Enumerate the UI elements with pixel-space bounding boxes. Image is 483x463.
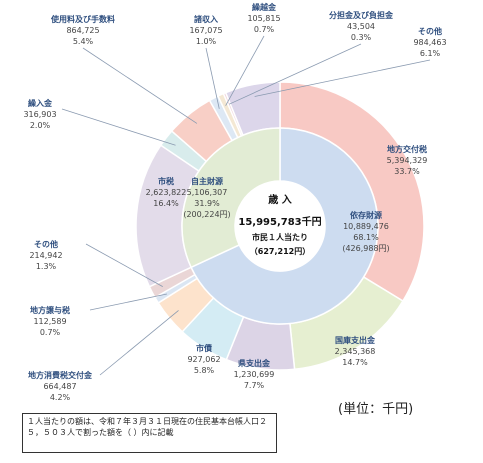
outer-label-7-line-2: 16.4% (153, 199, 179, 208)
outer-label-9-line-2: 5.4% (73, 37, 94, 46)
inner-label-1-line-1: 5,106,307 (187, 188, 228, 197)
outer-label-1-line-1: 2,345,368 (335, 347, 376, 356)
outer-label-13-line-1: 984,463 (413, 38, 446, 47)
leader-line-6 (85, 243, 163, 287)
outer-label-8-line-2: 2.0% (30, 121, 51, 130)
outer-label-2-line-1: 1,230,699 (234, 370, 275, 379)
outer-label-4-line-1: 664,487 (43, 382, 76, 391)
outer-label-3-line-2: 5.8% (194, 366, 215, 375)
inner-ring (181, 127, 379, 325)
leader-line-5 (89, 293, 167, 311)
outer-label-3-line-0: 市債 (196, 343, 212, 353)
leader-line-12 (229, 43, 362, 105)
outer-label-1-line-0: 国庫支出金 (335, 335, 376, 345)
outer-label-4-line-2: 4.2% (50, 393, 71, 402)
outer-label-3-line-1: 927,062 (187, 355, 220, 364)
center-total: 15,995,783千円 (238, 215, 321, 228)
outer-label-5-line-2: 0.7% (40, 328, 61, 337)
outer-label-8-line-1: 316,903 (23, 110, 56, 119)
outer-label-5-line-1: 112,589 (33, 317, 66, 326)
outer-label-2-line-0: 県支出金 (238, 358, 271, 368)
slice-labels: 依存財源 10,889,476 68.1% (426,988円) 自主財源 5,106,3… (23, 2, 446, 402)
outer-label-11-line-1: 105,815 (247, 14, 280, 23)
outer-label-9-line-1: 864,725 (66, 26, 99, 35)
inner-label-0-line-1: 10,889,476 (343, 222, 389, 231)
outer-label-12-line-1: 43,504 (347, 22, 375, 31)
outer-label-13-line-2: 6.1% (420, 49, 441, 58)
outer-label-6-line-0: その他 (34, 239, 58, 249)
outer-label-0-line-2: 33.7% (394, 167, 420, 176)
outer-label-0-line-1: 5,394,329 (387, 156, 428, 165)
outer-label-5-line-0: 地方譲与税 (30, 305, 70, 315)
inner-label-0-line-3: (426,988円) (342, 244, 389, 253)
outer-label-12-line-0: 分担金及び負担金 (329, 10, 394, 20)
leader-line-4 (99, 310, 179, 376)
outer-label-10-line-1: 167,075 (189, 26, 222, 35)
leader-line-8 (61, 108, 176, 146)
outer-label-11-line-2: 0.7% (254, 25, 275, 34)
center-per-person: （627,212円） (250, 246, 310, 256)
outer-label-1-line-2: 14.7% (342, 358, 368, 367)
leader-lines (61, 35, 431, 376)
outer-label-10-line-0: 諸収入 (194, 14, 218, 24)
outer-label-12-line-2: 0.3% (351, 33, 372, 42)
inner-label-1-line-2: 31.9% (194, 199, 220, 208)
outer-label-4-line-0: 地方消費税交付金 (28, 370, 93, 380)
inner-label-1-line-0: 自主財源 (191, 176, 223, 186)
outer-label-6-line-2: 1.3% (36, 262, 57, 271)
outer-label-6-line-1: 214,942 (29, 251, 62, 260)
outer-label-8-line-0: 繰入金 (28, 98, 53, 108)
outer-label-13-line-0: その他 (418, 26, 442, 36)
inner-label-0-line-2: 68.1% (353, 233, 379, 242)
center-per-person-label: 市民１人当たり (252, 232, 308, 242)
unit-label: (単位：千円) (338, 402, 414, 417)
outer-label-7-line-0: 市税 (158, 176, 174, 186)
center-title: 歳 入 (268, 193, 291, 206)
inner-label-0-line-0: 依存財源 (350, 210, 382, 220)
outer-label-0-line-0: 地方交付税 (387, 144, 427, 154)
outer-label-10-line-2: 1.0% (196, 37, 217, 46)
outer-label-2-line-2: 7.7% (244, 381, 265, 390)
leader-line-13 (254, 59, 431, 97)
outer-label-11-line-0: 繰越金 (252, 2, 277, 12)
leader-line-10 (205, 47, 220, 109)
leader-line-9 (82, 47, 198, 124)
outer-label-7-line-1: 2,623,822 (146, 188, 187, 197)
leader-line-11 (225, 35, 265, 106)
inner-label-1-line-3: (200,224円) (183, 210, 230, 219)
center-hole (235, 181, 325, 271)
outer-label-9-line-0: 使用料及び手数料 (50, 14, 115, 24)
note-box: １人当たりの額は、令和７年３月３１日現在の住民基本台帳人口２５，５０３人で割った… (22, 413, 277, 453)
